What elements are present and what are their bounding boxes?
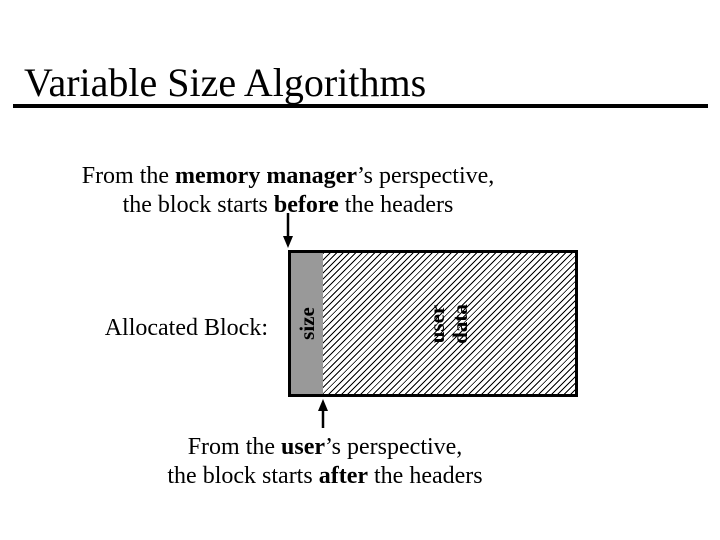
allocated-block-label: Allocated Block: xyxy=(104,315,268,341)
down-arrow-icon xyxy=(283,213,293,248)
memory-manager-caption-line1: From the memory manager’s perspective, xyxy=(0,162,576,191)
caption-text-bold: after xyxy=(318,463,368,489)
slide-title: Variable Size Algorithms xyxy=(24,59,427,105)
caption-text-bold: user xyxy=(281,434,326,460)
memory-manager-caption-line2: the block starts before the headers xyxy=(0,191,576,220)
caption-text: ’s perspective, xyxy=(356,163,495,189)
caption-text-bold: before xyxy=(273,192,339,218)
user-data-label-line1: user xyxy=(425,304,449,343)
caption-text: From the xyxy=(81,163,176,189)
memory-manager-caption: From the memory manager’s perspective, t… xyxy=(0,162,576,220)
size-header-section: size xyxy=(291,253,323,394)
caption-text: From the xyxy=(187,434,282,460)
caption-text-bold: memory manager xyxy=(175,163,357,189)
user-data-label-line2: data xyxy=(448,303,472,344)
caption-text: the block starts xyxy=(167,463,319,489)
caption-text: ’s perspective, xyxy=(325,434,463,460)
user-data-label: user data xyxy=(425,303,472,344)
user-caption-line2: the block starts after the headers xyxy=(37,462,613,491)
size-label: size xyxy=(294,307,319,340)
up-arrow-icon xyxy=(318,399,328,428)
user-data-section: user data xyxy=(323,253,575,394)
user-caption: From the user’s perspective, the block s… xyxy=(37,433,613,491)
caption-text: the headers xyxy=(338,192,454,218)
user-caption-line1: From the user’s perspective, xyxy=(37,433,613,462)
title-divider xyxy=(13,104,708,108)
caption-text: the headers xyxy=(368,463,483,489)
allocated-block-diagram: size user data xyxy=(288,250,578,397)
caption-text: the block starts xyxy=(122,192,274,218)
